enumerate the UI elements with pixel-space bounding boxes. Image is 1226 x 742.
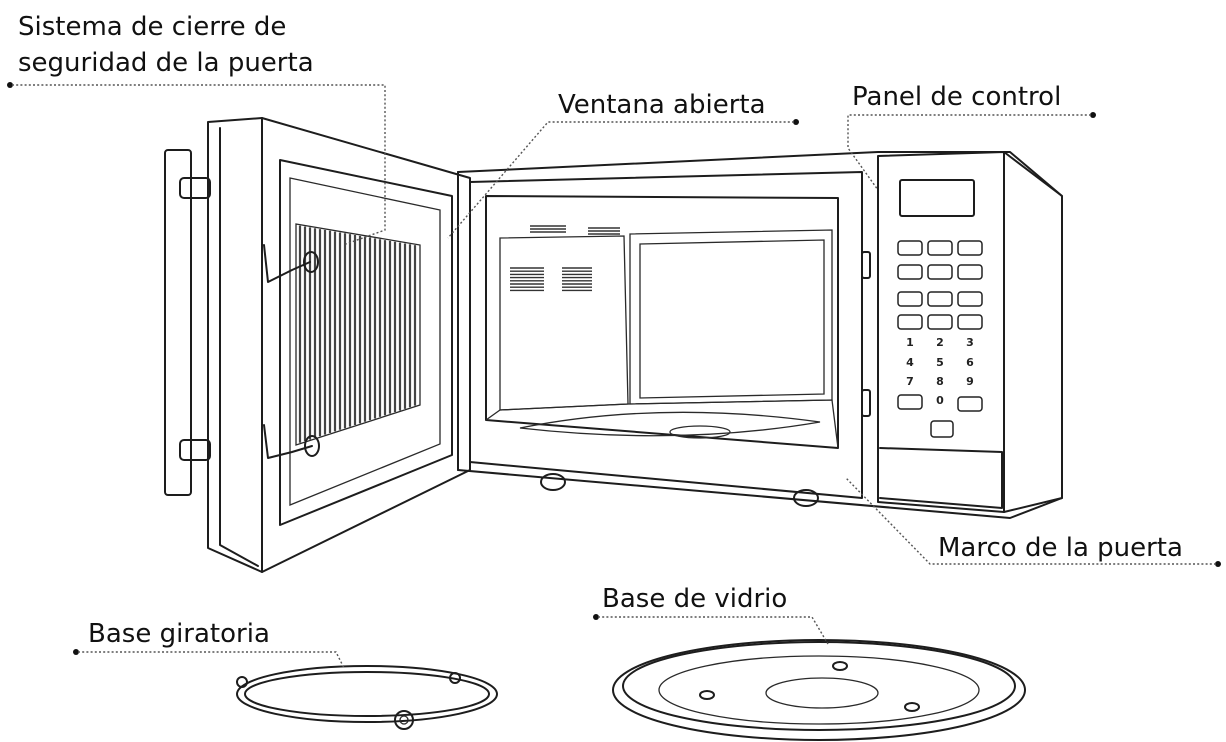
keypad-digit-3[interactable]: 3 [966, 336, 974, 349]
panel-button-r1c0[interactable] [897, 264, 923, 280]
keypad-digit-2[interactable]: 2 [936, 336, 944, 349]
label-glass-tray: Base de vidrio [602, 584, 788, 614]
keypad-digit-6[interactable]: 6 [966, 356, 974, 369]
keypad-digit-0[interactable]: 0 [936, 394, 944, 407]
door-mesh [295, 223, 421, 446]
reset-button[interactable] [957, 396, 983, 412]
microwave-body: 1 2 3 4 5 6 7 8 9 0 [457, 151, 1063, 519]
keypad-digit-8[interactable]: 8 [936, 375, 944, 388]
door-handle [164, 149, 192, 496]
keypad-digit-5[interactable]: 5 [936, 356, 944, 369]
cavity-vents [510, 225, 620, 292]
panel-button-r0c1[interactable] [927, 240, 953, 256]
label-door-frame: Marco de la puerta [938, 533, 1183, 563]
panel-button-r2c0[interactable] [897, 291, 923, 307]
panel-button-r1c1[interactable] [927, 264, 953, 280]
door-latch-upper [263, 244, 319, 283]
display-screen [899, 179, 975, 217]
keypad-digit-7[interactable]: 7 [906, 375, 914, 388]
panel-button-r0c2[interactable] [957, 240, 983, 256]
keypad-digit-4[interactable]: 4 [906, 356, 914, 369]
panel-button-r1c2[interactable] [957, 264, 983, 280]
turntable-ring [236, 665, 498, 730]
keypad-digit-1[interactable]: 1 [906, 336, 914, 349]
glass-tray [612, 639, 1026, 741]
panel-button-r3c1[interactable] [927, 314, 953, 330]
label-control-panel: Panel de control [852, 82, 1062, 112]
panel-button-r2c1[interactable] [927, 291, 953, 307]
keypad-digit-9[interactable]: 9 [966, 375, 974, 388]
label-door-lock-line1: Sistema de cierre de [18, 12, 287, 42]
control-panel: 1 2 3 4 5 6 7 8 9 0 [877, 151, 1063, 513]
panel-button-r3c0[interactable] [897, 314, 923, 330]
label-door-lock-line2: seguridad de la puerta [18, 48, 314, 78]
panel-button-r3c2[interactable] [957, 314, 983, 330]
panel-button-r0c0[interactable] [897, 240, 923, 256]
door-latch-lower [263, 424, 320, 459]
leader-lines [7, 82, 1221, 669]
label-turntable-ring: Base giratoria [88, 619, 270, 649]
start-button[interactable] [930, 420, 954, 438]
open-door [164, 117, 471, 573]
label-window: Ventana abierta [558, 90, 766, 120]
panel-button-r2c2[interactable] [957, 291, 983, 307]
stop-button[interactable] [897, 394, 923, 410]
oven-cavity [485, 195, 839, 449]
